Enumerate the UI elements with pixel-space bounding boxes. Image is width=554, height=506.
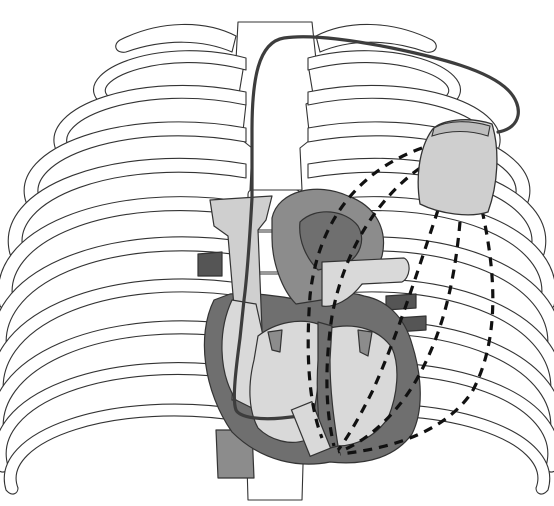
clavicle-left [116, 24, 236, 52]
rib-left [4, 404, 246, 494]
pacemaker-device-icon [418, 120, 497, 215]
pulmonary-vein-right-1 [386, 294, 416, 310]
sternum [236, 22, 316, 190]
pulmonary-vein-left [198, 252, 222, 276]
